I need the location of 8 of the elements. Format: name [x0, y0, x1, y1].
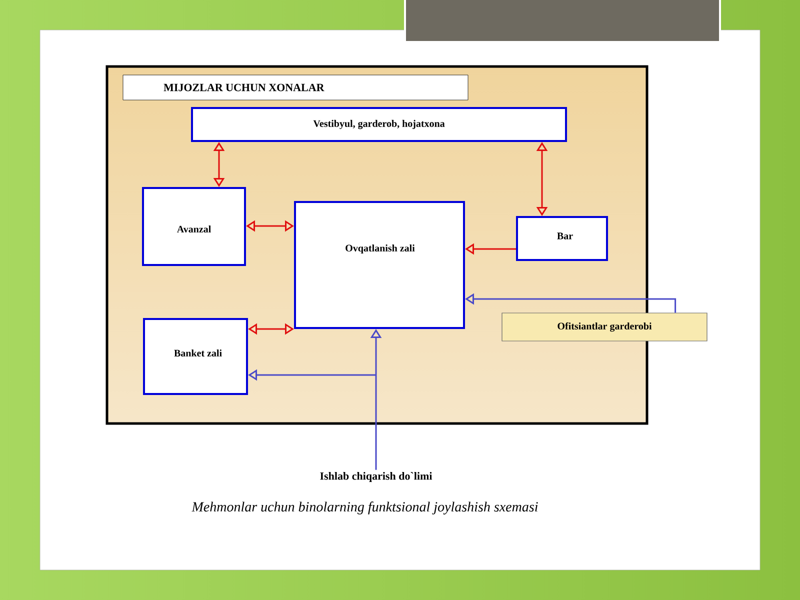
room-box: Banket zali [143, 318, 248, 395]
label-box: Ofitsiantlar garderobi [502, 312, 708, 342]
room-box: Vestibyul, garderob, hojatxona [191, 107, 567, 142]
caption: Mehmonlar uchun binolarning funktsional joylashish sxemasi [192, 502, 538, 514]
room-box: Ovqatlanish zali [294, 201, 465, 329]
room-box: Bar [516, 216, 608, 261]
room-box: Avanzal [142, 187, 246, 266]
department-label: Ishlab chiqarish do`limi [320, 472, 432, 482]
